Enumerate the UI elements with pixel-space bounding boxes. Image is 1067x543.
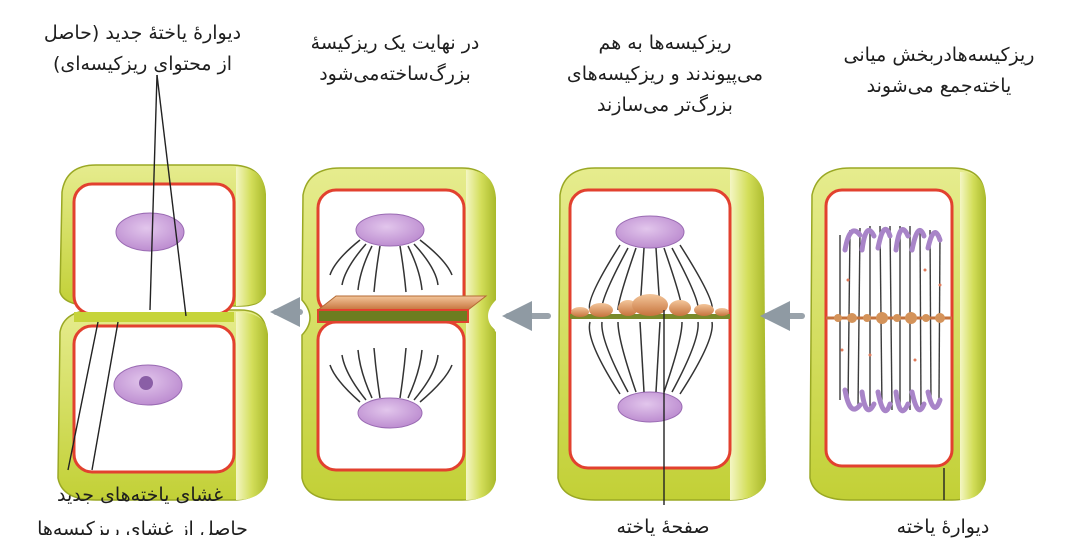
label-stage-4: دیوارهٔ یاختهٔ جدید (حاصل از محتوای ریزک… [0, 18, 285, 80]
nucleus-bottom [358, 398, 422, 428]
label-cell-plate: صفحهٔ یاخته [588, 512, 738, 543]
nucleus-bottom [618, 392, 682, 422]
nucleus-top [616, 216, 684, 248]
label-new-membranes-cont: حاصل از غشای ریزکیسه‌ها [0, 514, 285, 535]
label-stage-1: ریزکیسه‌هادربخش میانی یاخته‌جمع می‌شوند [814, 40, 1064, 102]
large-vesicle [318, 296, 486, 310]
cell-stage-2 [558, 168, 766, 500]
label-cell-wall: دیوارهٔ یاخته [868, 512, 1018, 543]
cell-stage-3 [302, 168, 496, 500]
cell-stage-1 [810, 168, 986, 500]
label-stage-3: در نهایت یک ریزکیسهٔ بزرگ‌ساخته‌می‌شود [290, 28, 500, 90]
cell-stage-4 [58, 165, 268, 500]
cytoplasm-top [318, 190, 464, 314]
label-stage-2: ریزکیسه‌ها به هم می‌پیوندند و ریزکیسه‌ها… [545, 28, 785, 121]
label-new-membranes: غشای یاخته‌های جدید [20, 480, 260, 511]
nucleus-top [356, 214, 424, 246]
cytoplasm-bottom [318, 322, 464, 470]
